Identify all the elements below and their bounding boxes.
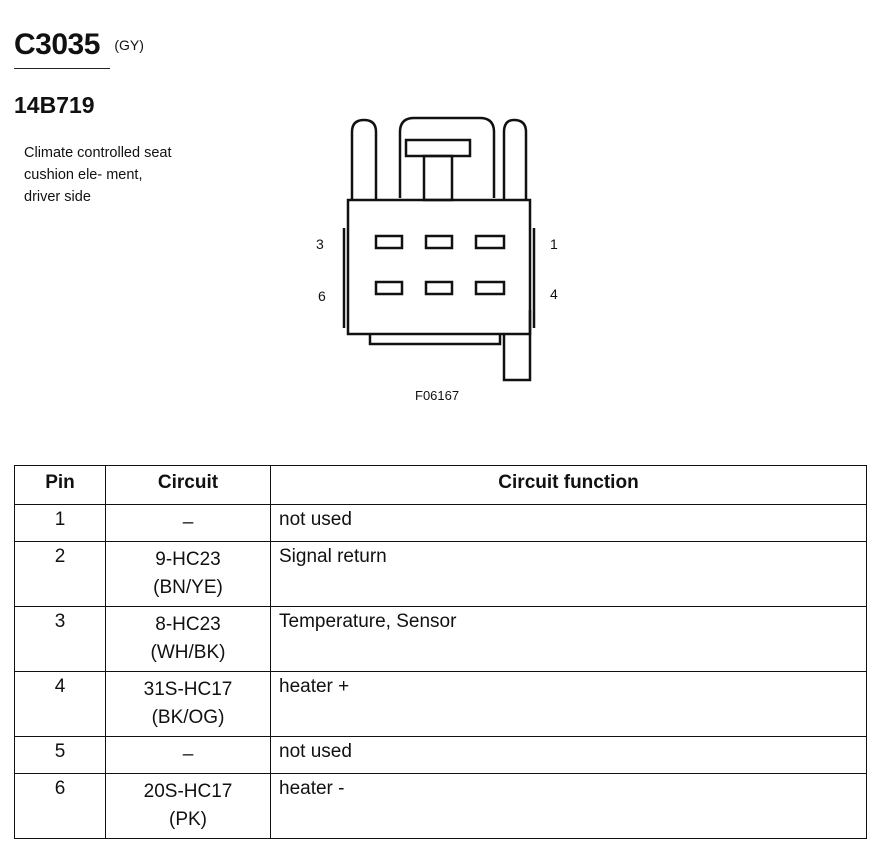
- function-cell: heater -: [270, 773, 867, 839]
- pin-cell: 6: [14, 773, 106, 839]
- circuit-id: 9-HC23: [155, 549, 221, 570]
- pin-cell: 2: [14, 541, 106, 607]
- header-circuit-function: Circuit function: [270, 465, 867, 505]
- circuit-cell: –: [105, 504, 271, 542]
- function-cell: Signal return: [270, 541, 867, 607]
- table-row: 6 20S-HC17 (PK) heater -: [14, 773, 867, 839]
- pin-label-6: 6: [318, 288, 326, 304]
- pinout-table: Pin Circuit Circuit function 1 – not use…: [14, 465, 867, 839]
- connector-description: Climate controlled seat cushion ele- men…: [24, 145, 172, 205]
- connector-color: (GY): [114, 37, 144, 53]
- function-cell: not used: [270, 504, 867, 542]
- header-circuit: Circuit: [105, 465, 271, 505]
- circuit-cell: 8-HC23 (WH/BK): [105, 606, 271, 672]
- function-cell: Temperature, Sensor: [270, 606, 867, 672]
- table-row: 2 9-HC23 (BN/YE) Signal return: [14, 541, 867, 607]
- circuit-cell: 9-HC23 (BN/YE): [105, 541, 271, 607]
- circuit-id: 20S-HC17: [143, 781, 233, 802]
- header-underline: [14, 68, 110, 69]
- table-row: 1 – not used: [14, 504, 867, 542]
- circuit-color: (PK): [169, 809, 207, 830]
- table-row: 3 8-HC23 (WH/BK) Temperature, Sensor: [14, 606, 867, 672]
- table-header-row: Pin Circuit Circuit function: [14, 465, 867, 505]
- circuit-cell: –: [105, 736, 271, 774]
- circuit-cell: 31S-HC17 (BK/OG): [105, 671, 271, 737]
- connector-id: C3035: [14, 28, 100, 61]
- connector-drawing: [342, 116, 536, 382]
- circuit-color: (BN/YE): [153, 577, 223, 598]
- pin-label-1: 1: [550, 236, 558, 252]
- pin-cell: 1: [14, 504, 106, 542]
- circuit-color: (WH/BK): [150, 642, 226, 663]
- circuit-color: (BK/OG): [151, 707, 225, 728]
- pin-cell: 3: [14, 606, 106, 672]
- pin-label-4: 4: [550, 286, 558, 302]
- circuit-id: –: [182, 744, 194, 765]
- figure-id: F06167: [415, 388, 460, 403]
- header-pin: Pin: [14, 465, 106, 505]
- pin-cell: 5: [14, 736, 106, 774]
- pin-label-3: 3: [316, 236, 324, 252]
- connector-diagram: 3 6 1 4 F06167: [300, 110, 580, 410]
- pin-cell: 4: [14, 671, 106, 737]
- circuit-cell: 20S-HC17 (PK): [105, 773, 271, 839]
- circuit-id: 31S-HC17: [143, 679, 233, 700]
- function-cell: not used: [270, 736, 867, 774]
- part-number: 14B719: [14, 92, 95, 118]
- circuit-id: 8-HC23: [155, 614, 221, 635]
- table-row: 4 31S-HC17 (BK/OG) heater +: [14, 671, 867, 737]
- function-cell: heater +: [270, 671, 867, 737]
- table-row: 5 – not used: [14, 736, 867, 774]
- connector-header: C3035 (GY): [14, 28, 144, 69]
- circuit-id: –: [182, 512, 194, 533]
